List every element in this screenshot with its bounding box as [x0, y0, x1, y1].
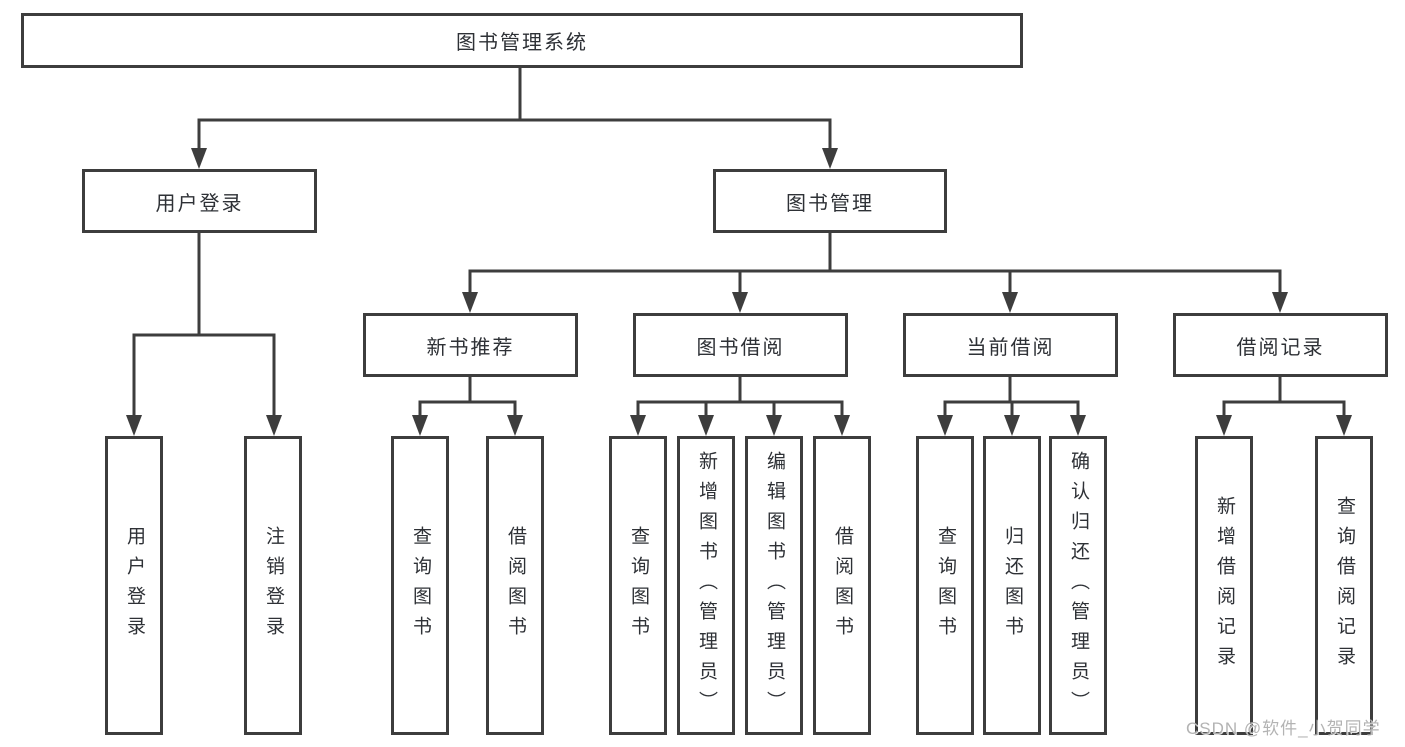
arrow-icon — [507, 415, 523, 436]
leaf-return-book: 归还图书 — [983, 436, 1041, 735]
arrow-icon — [630, 415, 646, 436]
leaf-label: 新增图书（管理员） — [695, 450, 717, 721]
node-current-borrowing: 当前借阅 — [903, 313, 1118, 377]
leaf-add-borrow-record: 新增借阅记录 — [1195, 436, 1253, 735]
arrow-icon — [1004, 415, 1020, 436]
leaf-add-book-admin: 新增图书（管理员） — [677, 436, 735, 735]
arrow-icon — [732, 292, 748, 313]
arrow-icon — [462, 292, 478, 313]
leaf-query-book-2: 查询图书 — [609, 436, 667, 735]
arrow-icon — [937, 415, 953, 436]
leaf-label: 查询借阅记录 — [1333, 495, 1355, 676]
node-library-management-system: 图书管理系统 — [21, 13, 1023, 68]
arrow-icon — [1336, 415, 1352, 436]
leaf-label: 新增借阅记录 — [1213, 495, 1235, 676]
leaf-label: 用户登录 — [123, 525, 145, 646]
arrow-icon — [266, 415, 282, 436]
leaf-query-borrow-record: 查询借阅记录 — [1315, 436, 1373, 735]
leaf-borrow-book-2: 借阅图书 — [813, 436, 871, 735]
node-book-borrowing: 图书借阅 — [633, 313, 848, 377]
leaf-label: 确认归还（管理员） — [1067, 450, 1089, 721]
leaf-borrow-book: 借阅图书 — [486, 436, 544, 735]
leaf-label: 查询图书 — [409, 525, 431, 646]
arrow-icon — [126, 415, 142, 436]
node-new-book-recommendation: 新书推荐 — [363, 313, 578, 377]
leaf-user-login: 用户登录 — [105, 436, 163, 735]
csdn-watermark: CSDN @软件_小贺同学 — [1186, 719, 1381, 738]
leaf-label: 注销登录 — [262, 525, 284, 646]
node-user-login: 用户登录 — [82, 169, 317, 233]
arrow-icon — [1070, 415, 1086, 436]
leaf-confirm-return-admin: 确认归还（管理员） — [1049, 436, 1107, 735]
leaf-label: 归还图书 — [1001, 525, 1023, 646]
leaf-label: 借阅图书 — [831, 525, 853, 646]
leaf-logout: 注销登录 — [244, 436, 302, 735]
leaf-label: 查询图书 — [934, 525, 956, 646]
leaf-label: 编辑图书（管理员） — [763, 450, 785, 721]
arrow-icon — [1272, 292, 1288, 313]
leaf-query-book: 查询图书 — [391, 436, 449, 735]
tree-edges — [132, 68, 1346, 416]
leaf-query-book-3: 查询图书 — [916, 436, 974, 735]
arrow-icon — [191, 148, 207, 169]
arrow-icon — [698, 415, 714, 436]
arrowheads — [126, 148, 1352, 436]
arrow-icon — [1216, 415, 1232, 436]
leaf-label: 查询图书 — [627, 525, 649, 646]
leaf-label: 借阅图书 — [504, 525, 526, 646]
arrow-icon — [412, 415, 428, 436]
arrow-icon — [766, 415, 782, 436]
arrow-icon — [1002, 292, 1018, 313]
leaf-edit-book-admin: 编辑图书（管理员） — [745, 436, 803, 735]
node-book-management: 图书管理 — [713, 169, 947, 233]
arrow-icon — [834, 415, 850, 436]
arrow-icon — [822, 148, 838, 169]
node-borrowing-records: 借阅记录 — [1173, 313, 1388, 377]
